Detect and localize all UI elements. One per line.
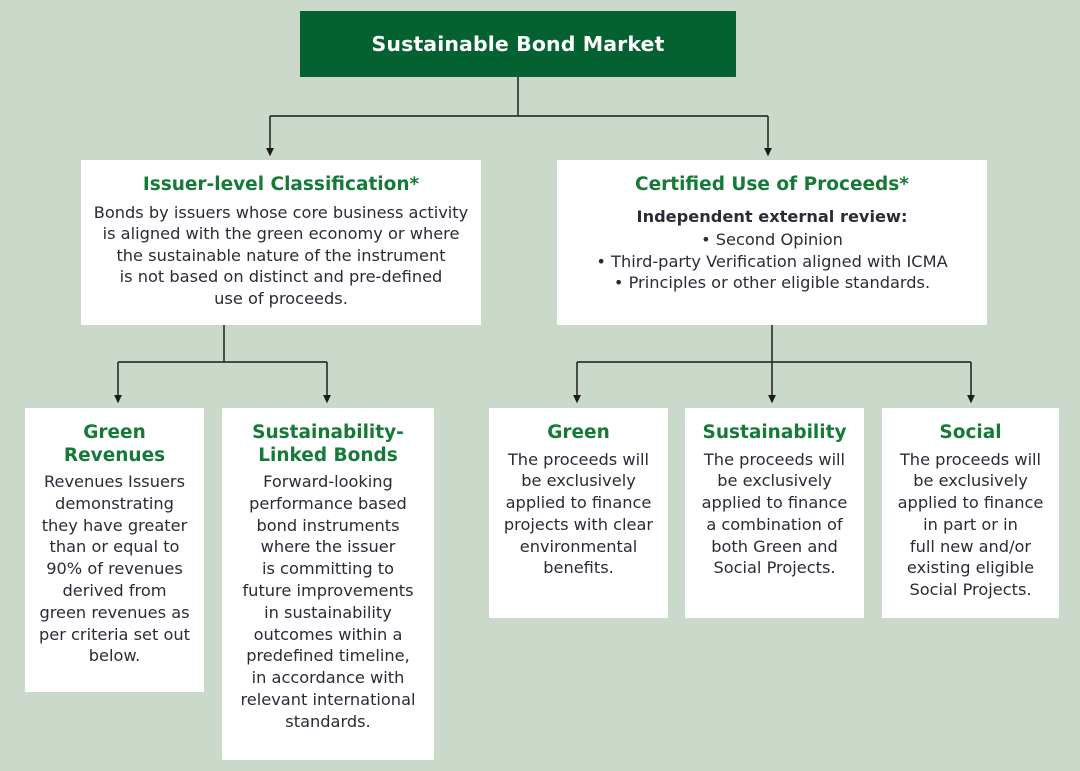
- body-line: in part or in: [923, 514, 1018, 534]
- body-line: both Green and: [711, 536, 838, 556]
- node-sustainable-bond-market: Sustainable Bond Market: [300, 11, 736, 77]
- body-line: below.: [88, 646, 141, 666]
- node-green: Green The proceeds will be exclusively a…: [489, 408, 668, 618]
- body-line: is not based on distinct and pre-defined: [119, 267, 443, 287]
- body-line: applied to finance: [505, 493, 652, 513]
- title-line: Green: [83, 422, 146, 443]
- bullet-line: • Third-party Verification aligned with …: [596, 251, 948, 271]
- node-body-issuer-level-classification: Bonds by issuers whose core business act…: [91, 202, 471, 310]
- title-line: Green: [547, 422, 610, 443]
- body-line: green revenues as: [39, 602, 190, 622]
- body-line: be exclusively: [521, 471, 636, 491]
- node-title-issuer-level-classification: Issuer-level Classification*: [142, 174, 420, 195]
- body-line: full new and/or: [909, 536, 1032, 556]
- body-line: is aligned with the green economy or whe…: [102, 224, 460, 244]
- node-title-green: Green: [496, 422, 661, 445]
- node-title-social: Social: [889, 422, 1052, 445]
- node-body-green: The proceeds will be exclusively applied…: [496, 449, 661, 580]
- body-line: projects with clear: [503, 514, 654, 534]
- body-line: benefits.: [543, 558, 614, 578]
- body-line: Bonds by issuers whose core business act…: [93, 202, 469, 222]
- node-body-social: The proceeds will be exclusively applied…: [889, 449, 1052, 601]
- body-line: environmental: [519, 536, 638, 556]
- body-line: relevant international: [240, 689, 416, 709]
- body-line: future improvements: [242, 581, 414, 601]
- body-line: applied to finance: [897, 493, 1044, 513]
- node-title-certified-use-of-proceeds: Certified Use of Proceeds*: [635, 174, 909, 195]
- title-line: Social: [939, 422, 1002, 443]
- body-line: applied to finance: [701, 493, 848, 513]
- body-line: Social Projects.: [713, 558, 836, 578]
- title-line: Revenues: [63, 444, 166, 466]
- body-line: Forward-looking: [263, 472, 393, 492]
- node-body-certified-use-of-proceeds: Independent external review: • Second Op…: [567, 206, 977, 294]
- node-sustainability-linked-bonds: Sustainability- Linked Bonds Forward-loo…: [222, 408, 434, 760]
- body-line: per criteria set out: [38, 624, 190, 644]
- node-sustainability: Sustainability The proceeds will be excl…: [685, 408, 864, 618]
- body-line: 90% of revenues: [46, 559, 183, 579]
- node-title-green-revenues: Green Revenues: [32, 422, 197, 467]
- body-line: is committing to: [261, 559, 395, 579]
- body-line: they have greater: [41, 515, 188, 535]
- node-certified-use-of-proceeds: Certified Use of Proceeds* Independent e…: [557, 160, 987, 325]
- body-line: a combination of: [706, 514, 843, 534]
- bullet-line: • Second Opinion: [701, 230, 843, 250]
- body-line: Social Projects.: [909, 580, 1032, 600]
- body-lead: Independent external review:: [636, 206, 908, 226]
- body-line: be exclusively: [717, 471, 832, 491]
- body-line: standards.: [285, 711, 371, 731]
- body-line: be exclusively: [913, 471, 1028, 491]
- bullet-line: • Principles or other eligible standards…: [613, 273, 931, 293]
- root-title: Sustainable Bond Market: [371, 32, 665, 56]
- body-line: use of proceeds.: [214, 288, 348, 308]
- body-line: bond instruments: [256, 515, 400, 535]
- body-line: in sustainability: [264, 602, 392, 622]
- body-line: The proceeds will: [507, 449, 650, 469]
- body-line: the sustainable nature of the instrument: [116, 245, 446, 265]
- body-line: outcomes within a: [253, 624, 403, 644]
- node-body-green-revenues: Revenues Issuers demonstrating they have…: [32, 471, 197, 667]
- title-line: Linked Bonds: [258, 444, 398, 466]
- node-green-revenues: Green Revenues Revenues Issuers demonstr…: [25, 408, 204, 692]
- body-line: in accordance with: [251, 668, 405, 688]
- node-body-sustainability-linked-bonds: Forward-looking performance based bond i…: [229, 471, 427, 732]
- node-social: Social The proceeds will be exclusively …: [882, 408, 1059, 618]
- title-line: Sustainability: [702, 422, 847, 443]
- body-line: existing eligible: [906, 558, 1035, 578]
- title-line: Sustainability-: [252, 422, 404, 443]
- body-line: derived from: [62, 581, 167, 601]
- body-line: The proceeds will: [703, 449, 846, 469]
- body-line: where the issuer: [260, 537, 396, 557]
- body-line: predefined timeline,: [246, 646, 410, 666]
- body-line: Revenues Issuers: [43, 472, 186, 492]
- node-body-sustainability: The proceeds will be exclusively applied…: [692, 449, 857, 580]
- node-issuer-level-classification: Issuer-level Classification* Bonds by is…: [81, 160, 481, 325]
- node-title-sustainability-linked-bonds: Sustainability- Linked Bonds: [229, 422, 427, 467]
- body-line: demonstrating: [55, 493, 174, 513]
- body-line: The proceeds will: [899, 449, 1042, 469]
- node-title-sustainability: Sustainability: [692, 422, 857, 445]
- body-line: performance based: [249, 493, 407, 513]
- body-line: than or equal to: [49, 537, 180, 557]
